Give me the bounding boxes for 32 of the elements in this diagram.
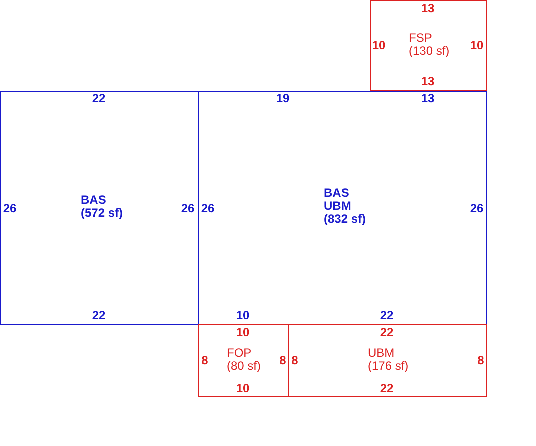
dimension-label: 10 <box>470 40 484 52</box>
dimension-label: 26 <box>181 202 195 216</box>
dimension-label: 22 <box>92 310 106 322</box>
dimension-label: 22 <box>92 92 106 106</box>
dimension-label: 8 <box>202 354 208 368</box>
dimension-label: 8 <box>292 354 298 368</box>
dimension-label: 22 <box>380 310 394 322</box>
dimension-label: 13 <box>421 92 435 106</box>
dimension-label: 8 <box>280 354 286 368</box>
dimension-label: 8 <box>478 354 484 368</box>
dimension-label: 26 <box>3 202 17 216</box>
dimension-label: 22 <box>380 382 394 396</box>
dimension-label: 26 <box>470 202 484 216</box>
area-label: FSP (130 sf) <box>409 32 450 58</box>
dimension-label: 26 <box>201 202 215 216</box>
dimension-label: 22 <box>380 326 394 340</box>
area-label: BAS UBM (832 sf) <box>324 187 366 226</box>
dimension-label: 10 <box>236 310 250 322</box>
area-outline <box>198 91 487 325</box>
area-outline <box>370 0 487 91</box>
dimension-label: 10 <box>372 40 386 52</box>
dimension-label: 10 <box>236 382 250 396</box>
area-label: UBM (176 sf) <box>368 347 409 373</box>
dimension-label: 13 <box>421 2 435 16</box>
dimension-label: 13 <box>421 76 435 88</box>
area-outline <box>288 324 487 397</box>
area-label: FOP (80 sf) <box>227 347 262 373</box>
dimension-label: 19 <box>276 92 290 106</box>
area-label: BAS (572 sf) <box>81 194 124 220</box>
area-outline <box>0 91 199 325</box>
area-outline <box>198 324 289 397</box>
dimension-label: 10 <box>236 326 250 340</box>
